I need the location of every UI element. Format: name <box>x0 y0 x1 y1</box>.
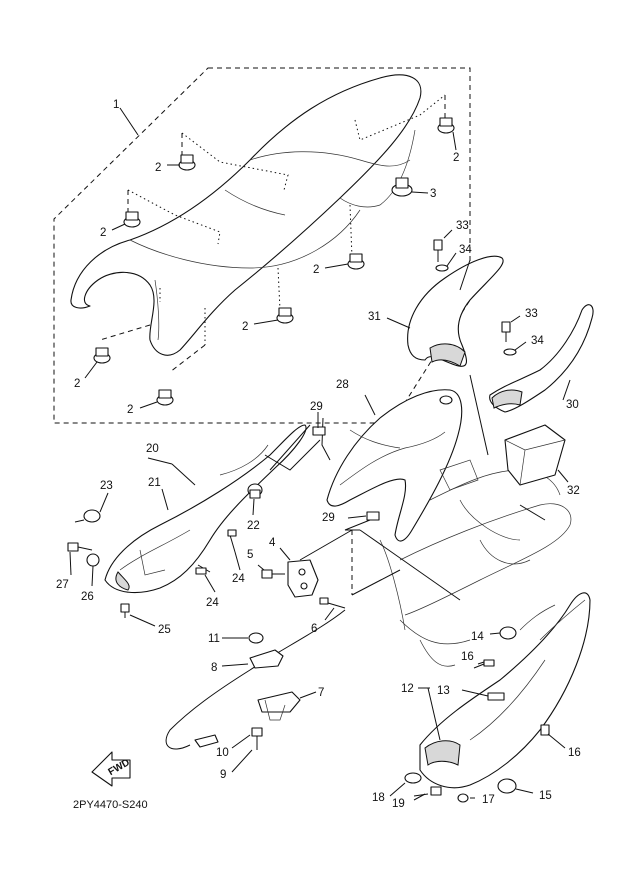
callout-7: 7 <box>318 687 324 699</box>
bolts-33-34 <box>386 229 571 401</box>
grab-rail-31 <box>407 255 504 367</box>
callout-26: 26 <box>81 591 94 603</box>
callout-15: 15 <box>539 790 552 802</box>
tail-cowl-28 <box>326 389 463 542</box>
seat-lock <box>257 529 401 621</box>
callout-21: 21 <box>148 477 161 489</box>
callout-8: 8 <box>211 662 217 674</box>
callout-2: 2 <box>127 404 133 416</box>
callout-20: 20 <box>146 443 159 455</box>
battery-cover-32 <box>504 424 569 486</box>
connection-lines <box>264 374 546 601</box>
callout-2: 2 <box>313 264 319 276</box>
callout-10: 10 <box>216 747 229 759</box>
callout-25: 25 <box>158 624 171 636</box>
callout-27: 27 <box>56 579 69 591</box>
callout-30: 30 <box>566 399 579 411</box>
seat-leaders <box>84 107 457 409</box>
callout-33: 33 <box>525 308 538 320</box>
callout-12: 12 <box>401 683 414 695</box>
callout-32: 32 <box>567 485 580 497</box>
side-cover-fasteners <box>67 457 263 627</box>
callout-22: 22 <box>247 520 260 532</box>
callout-28: 28 <box>336 379 349 391</box>
callout-17: 17 <box>482 794 495 806</box>
seat-grommets <box>93 117 455 406</box>
callout-19: 19 <box>392 798 405 810</box>
callout-1: 1 <box>113 99 119 111</box>
callout-5: 5 <box>247 549 253 561</box>
brackets-29 <box>312 412 380 521</box>
side-cover-left <box>104 424 311 594</box>
callout-29: 29 <box>322 512 335 524</box>
diagram-code: 2PY4470-S240 <box>73 799 148 811</box>
callout-14: 14 <box>471 631 484 643</box>
callout-2: 2 <box>242 321 248 333</box>
callout-23: 23 <box>100 480 113 492</box>
callout-13: 13 <box>437 685 450 697</box>
callout-9: 9 <box>220 769 226 781</box>
callout-2: 2 <box>74 378 80 390</box>
callout-6: 6 <box>311 623 317 635</box>
callout-2: 2 <box>100 227 106 239</box>
seat-lock-cable <box>165 609 346 773</box>
fwd-arrow: FWD <box>91 751 132 787</box>
callout-11: 11 <box>208 633 220 645</box>
side-cover-right <box>389 592 591 803</box>
callout-2: 2 <box>453 152 459 164</box>
callout-29: 29 <box>310 401 323 413</box>
callout-24: 24 <box>232 573 245 585</box>
callout-34: 34 <box>459 244 472 256</box>
part-number-labels: 1 2 2 2 2 2 2 2 3 33 34 31 33 34 30 28 2… <box>56 99 581 810</box>
callout-34: 34 <box>531 335 544 347</box>
callout-3: 3 <box>430 188 436 200</box>
callout-31: 31 <box>368 311 381 323</box>
callout-18: 18 <box>372 792 385 804</box>
callout-33: 33 <box>456 220 469 232</box>
callout-4: 4 <box>269 537 276 549</box>
callout-16: 16 <box>568 747 581 759</box>
callout-16: 16 <box>461 651 474 663</box>
grab-rail-30 <box>489 304 594 413</box>
callout-2: 2 <box>155 162 161 174</box>
callout-24: 24 <box>206 597 219 609</box>
seat-assembly <box>53 67 471 424</box>
